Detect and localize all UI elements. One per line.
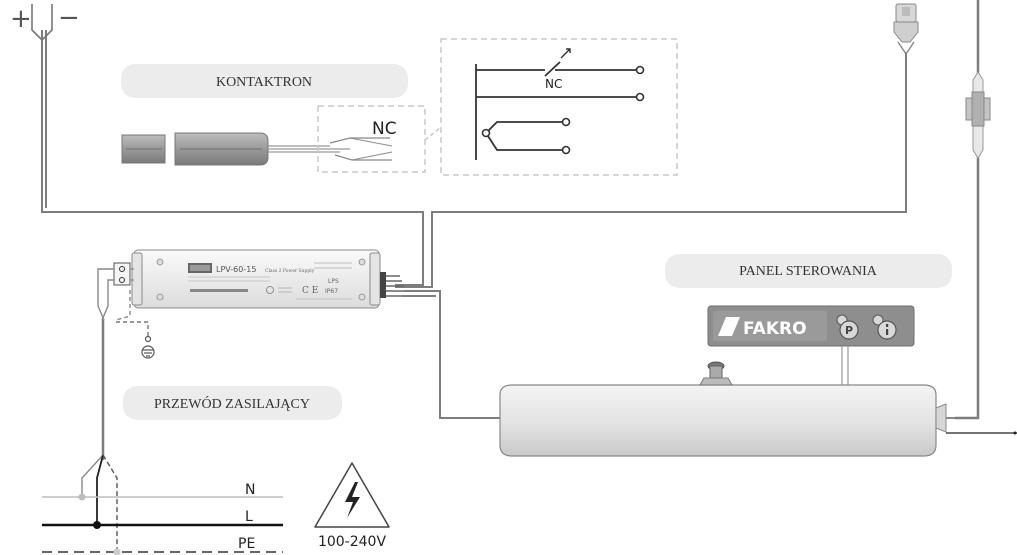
motor-cable bbox=[955, 0, 991, 420]
button-p-label: P bbox=[845, 324, 853, 337]
mains-label-n: N bbox=[245, 482, 255, 498]
dc-cable-right bbox=[395, 52, 907, 288]
panel-pill bbox=[665, 254, 952, 288]
psu-subtitle: Class 2 Power Supply bbox=[265, 268, 315, 274]
connector-plug bbox=[893, 3, 919, 56]
nc-schematic-label: NC bbox=[545, 77, 562, 91]
control-panel bbox=[707, 305, 915, 388]
mains-label-pe: PE bbox=[238, 536, 255, 552]
psu-ip: IP67 bbox=[325, 288, 338, 295]
dc-cable-left bbox=[41, 30, 424, 286]
psu-lps: LPS bbox=[328, 278, 339, 285]
psu-model: LPV-60-15 bbox=[216, 265, 256, 274]
zoom-link bbox=[424, 127, 441, 141]
psu-ce-mark: C E bbox=[302, 286, 318, 296]
mains-cable bbox=[81, 320, 118, 550]
mains-lines bbox=[42, 493, 283, 555]
fakro-brand: FAKRO bbox=[743, 319, 807, 339]
mains-label-l: L bbox=[245, 509, 253, 525]
dc-fork bbox=[31, 4, 53, 42]
minus-sign: − bbox=[58, 3, 80, 33]
nc-schematic bbox=[475, 61, 640, 160]
nc-wire-label: NC bbox=[372, 119, 397, 139]
nc-schematic-box bbox=[440, 38, 678, 176]
kontaktron-pill bbox=[121, 64, 408, 98]
nc-wire-box bbox=[317, 105, 426, 173]
button-p[interactable] bbox=[836, 314, 859, 340]
reed-switch bbox=[174, 132, 393, 166]
psu-input-terminal bbox=[97, 262, 149, 336]
plus-sign: + bbox=[10, 4, 32, 34]
ground-icon bbox=[141, 335, 155, 359]
high-voltage-icon bbox=[314, 462, 390, 528]
actuator bbox=[499, 384, 1017, 457]
psu-output bbox=[380, 272, 500, 419]
kontaktron-label: KONTAKTRON bbox=[216, 75, 312, 90]
panel-label: PANEL STEROWANIA bbox=[739, 264, 878, 279]
terminal-icons bbox=[481, 65, 645, 155]
przewod-label: PRZEWÓD ZASILAJĄCY bbox=[154, 395, 310, 412]
przewod-pill bbox=[123, 386, 342, 420]
nc-arrow-icon bbox=[560, 48, 571, 59]
button-i-icon[interactable] bbox=[872, 314, 897, 340]
voltage-label: 100-240V bbox=[318, 534, 386, 550]
actuator-knob bbox=[699, 361, 733, 386]
power-supply bbox=[131, 249, 381, 309]
reed-magnet bbox=[121, 134, 166, 164]
fakro-logo-icon bbox=[718, 317, 740, 336]
